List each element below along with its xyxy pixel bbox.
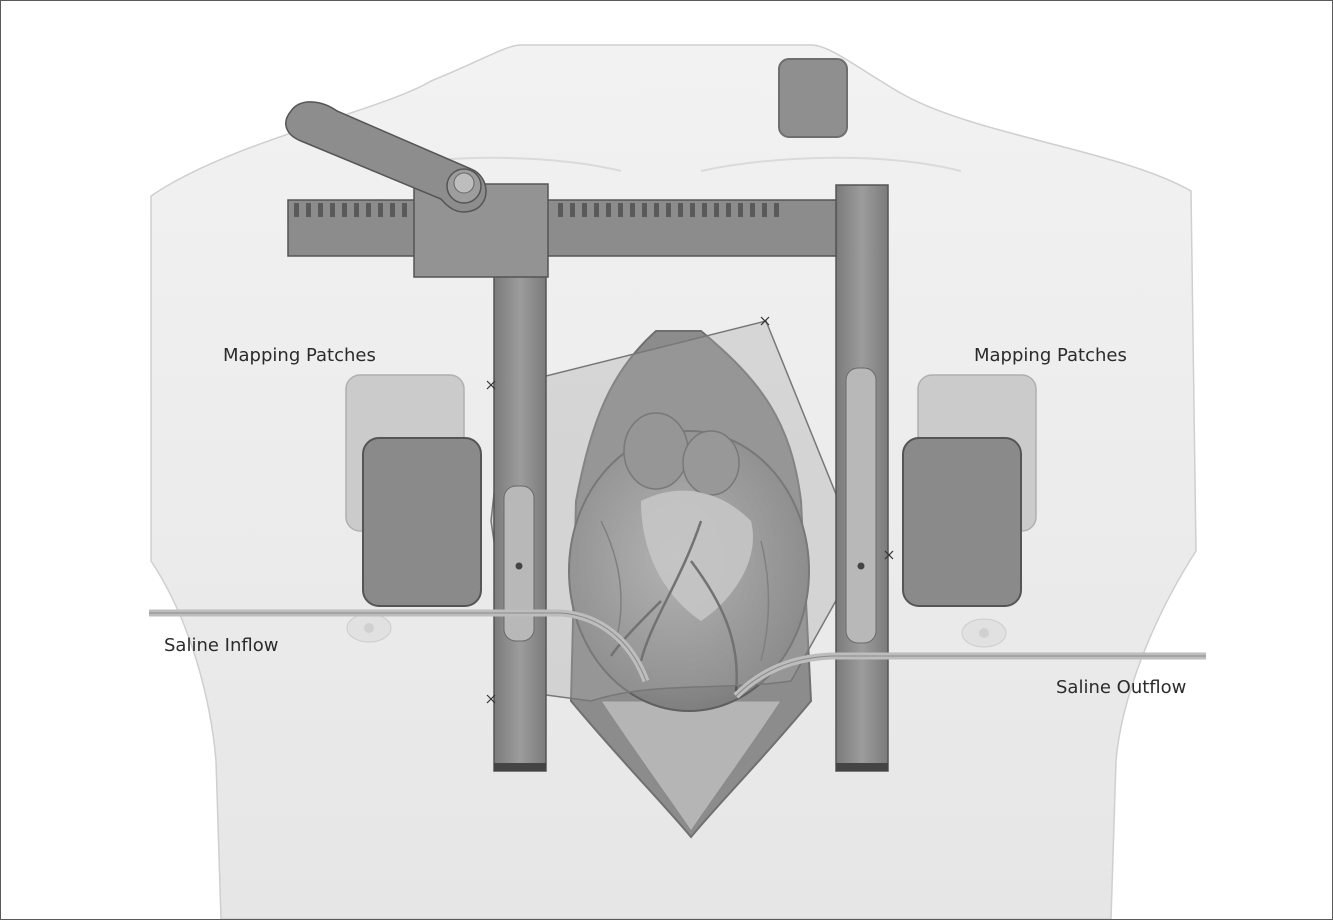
- mapping-patches-right-label: Mapping Patches: [974, 345, 1127, 366]
- mapping-patch-left: [363, 438, 481, 606]
- mapping-patches-left-label: Mapping Patches: [223, 345, 376, 366]
- saline-outflow-label: Saline Outflow: [1056, 677, 1186, 698]
- retractor-rack: [288, 200, 836, 256]
- saline-inflow-label: Saline Inflow: [164, 635, 278, 656]
- mapping-patch-right: [903, 438, 1021, 606]
- neck-patch: [779, 59, 847, 137]
